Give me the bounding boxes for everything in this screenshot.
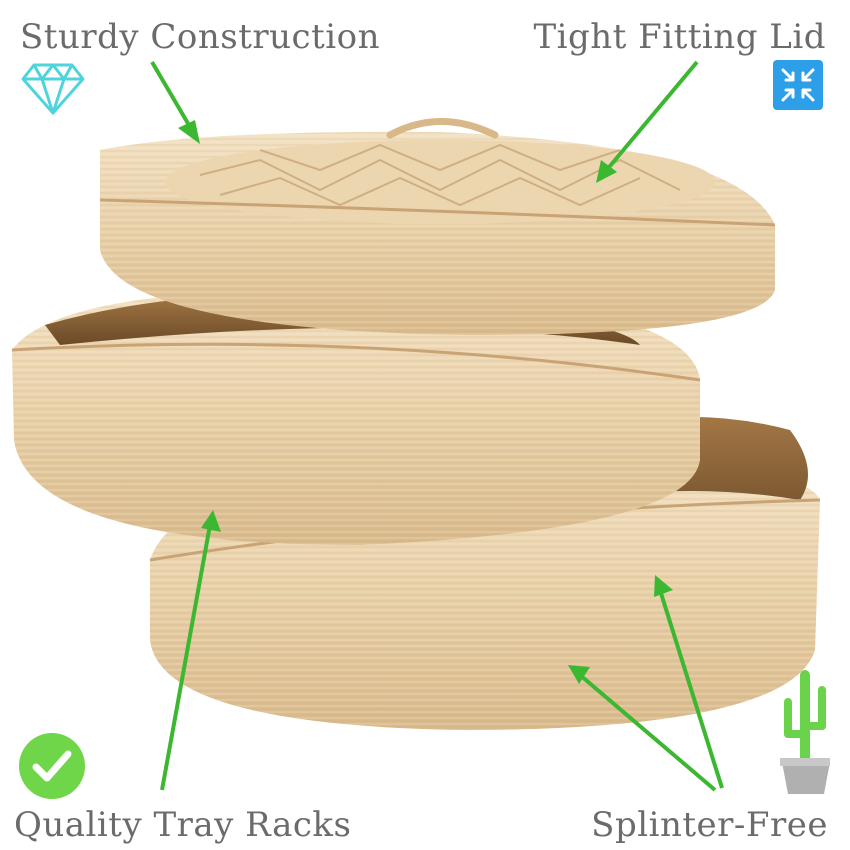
- middle-tier: [11, 289, 701, 545]
- label-quality-tray-racks: Quality Tray Racks: [14, 805, 352, 845]
- checkmark-circle-icon: [19, 733, 85, 799]
- compress-arrows-icon: [773, 60, 823, 110]
- arrow-sturdy-construction: [150, 60, 195, 134]
- diamond-icon: [21, 63, 85, 115]
- lid-tier: [99, 118, 776, 335]
- arrow-quality-tray-racks: [160, 524, 212, 791]
- arrow-splinter-free-1: [658, 589, 724, 789]
- label-tight-fitting-lid: Tight Fitting Lid: [533, 17, 826, 57]
- label-sturdy-construction: Sturdy Construction: [20, 17, 380, 57]
- arrow-tight-fitting-lid: [603, 60, 699, 174]
- callout-arrows: [150, 60, 724, 792]
- arrow-splinter-free-2: [578, 673, 717, 792]
- label-splinter-free: Splinter-Free: [591, 805, 828, 845]
- cactus-pot-icon: [780, 670, 830, 794]
